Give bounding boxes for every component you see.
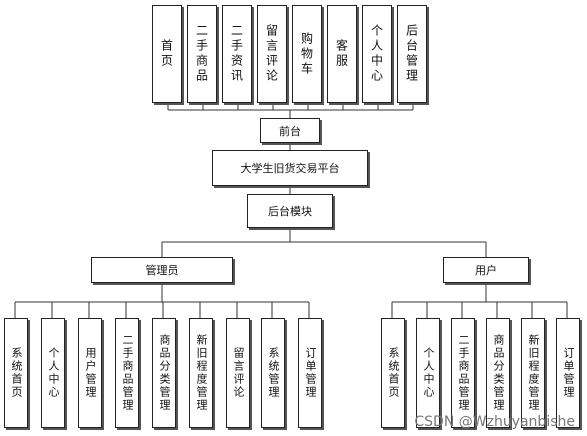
user-category-management: 商品分类管理 — [486, 318, 510, 428]
node-frontend: 前台 — [260, 118, 320, 143]
node-comments: 留言评论 — [257, 5, 287, 103]
admin-category-management: 商品分类管理 — [152, 318, 176, 428]
user-condition-management: 新旧程度管理 — [521, 318, 545, 428]
node-cart: 购物车 — [292, 5, 322, 103]
node-secondhand-news: 二手资讯 — [222, 5, 252, 103]
node-service: 客服 — [327, 5, 357, 103]
admin-goods-management: 二手商品管理 — [115, 318, 139, 428]
user-system-home: 系统首页 — [381, 318, 405, 428]
node-home: 首页 — [152, 5, 182, 103]
node-user-center: 个人中心 — [362, 5, 392, 103]
node-administrator: 管理员 — [91, 257, 233, 283]
node-platform: 大学生旧货交易平台 — [212, 150, 368, 186]
admin-system-management: 系统管理 — [261, 318, 285, 428]
admin-system-home: 系统首页 — [4, 318, 28, 428]
admin-condition-management: 新旧程度管理 — [189, 318, 213, 428]
admin-order-management: 订单管理 — [298, 318, 322, 428]
user-order-management: 订单管理 — [556, 318, 580, 428]
node-backend-admin: 后台管理 — [397, 5, 427, 103]
node-user: 用户 — [443, 257, 529, 283]
user-user-center: 个人中心 — [416, 318, 440, 428]
admin-user-center: 个人中心 — [41, 318, 65, 428]
node-backend-module: 后台模块 — [247, 194, 333, 228]
user-goods-management: 二手商品管理 — [451, 318, 475, 428]
watermark-text: CSDN @Wzhuyanbishe — [414, 414, 575, 430]
admin-user-management: 用户管理 — [78, 318, 102, 428]
node-secondhand-goods: 二手商品 — [187, 5, 217, 103]
admin-comments: 留言评论 — [226, 318, 250, 428]
